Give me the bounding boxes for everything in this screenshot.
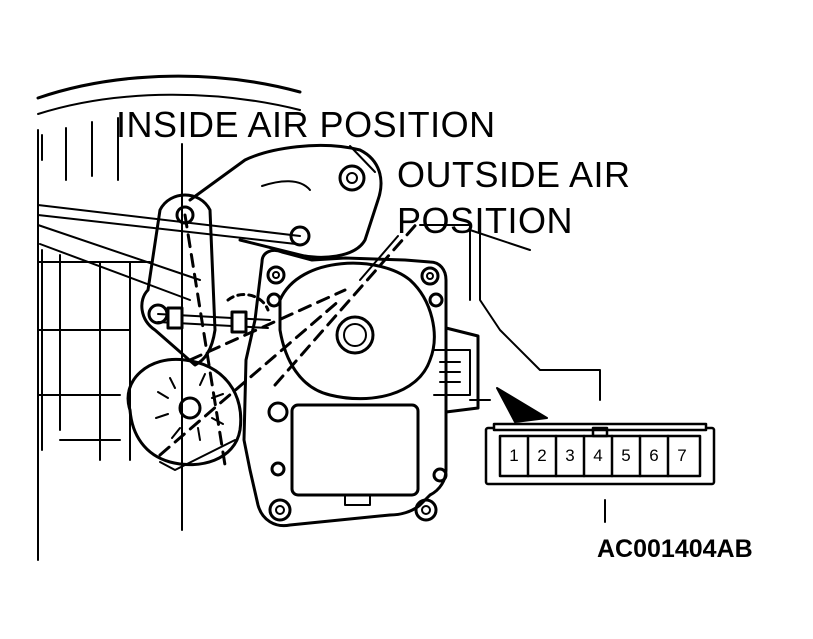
actuator-body	[242, 248, 480, 528]
connector-pin-4: 4	[593, 446, 603, 465]
connector-pin-6: 6	[649, 446, 659, 465]
connector-face	[484, 422, 716, 486]
connector-pin-2: 2	[537, 446, 547, 465]
heater-housing	[36, 74, 601, 561]
pointer-arrow	[496, 387, 548, 423]
connector-pin-5: 5	[621, 446, 631, 465]
figure-code-label: AC001404AB	[597, 535, 753, 563]
leader-lines	[181, 143, 606, 531]
door-bracket	[188, 144, 383, 259]
connector-pin-1: 1	[509, 446, 519, 465]
inside-air-position-label: INSIDE AIR POSITION	[116, 104, 496, 145]
connector-pin-7: 7	[677, 446, 687, 465]
outside-air-position-label-line2: POSITION	[397, 200, 574, 241]
motion-paths	[158, 213, 422, 467]
outside-air-position-label-line1: OUTSIDE AIR	[397, 154, 631, 195]
connector-pin-3: 3	[565, 446, 575, 465]
